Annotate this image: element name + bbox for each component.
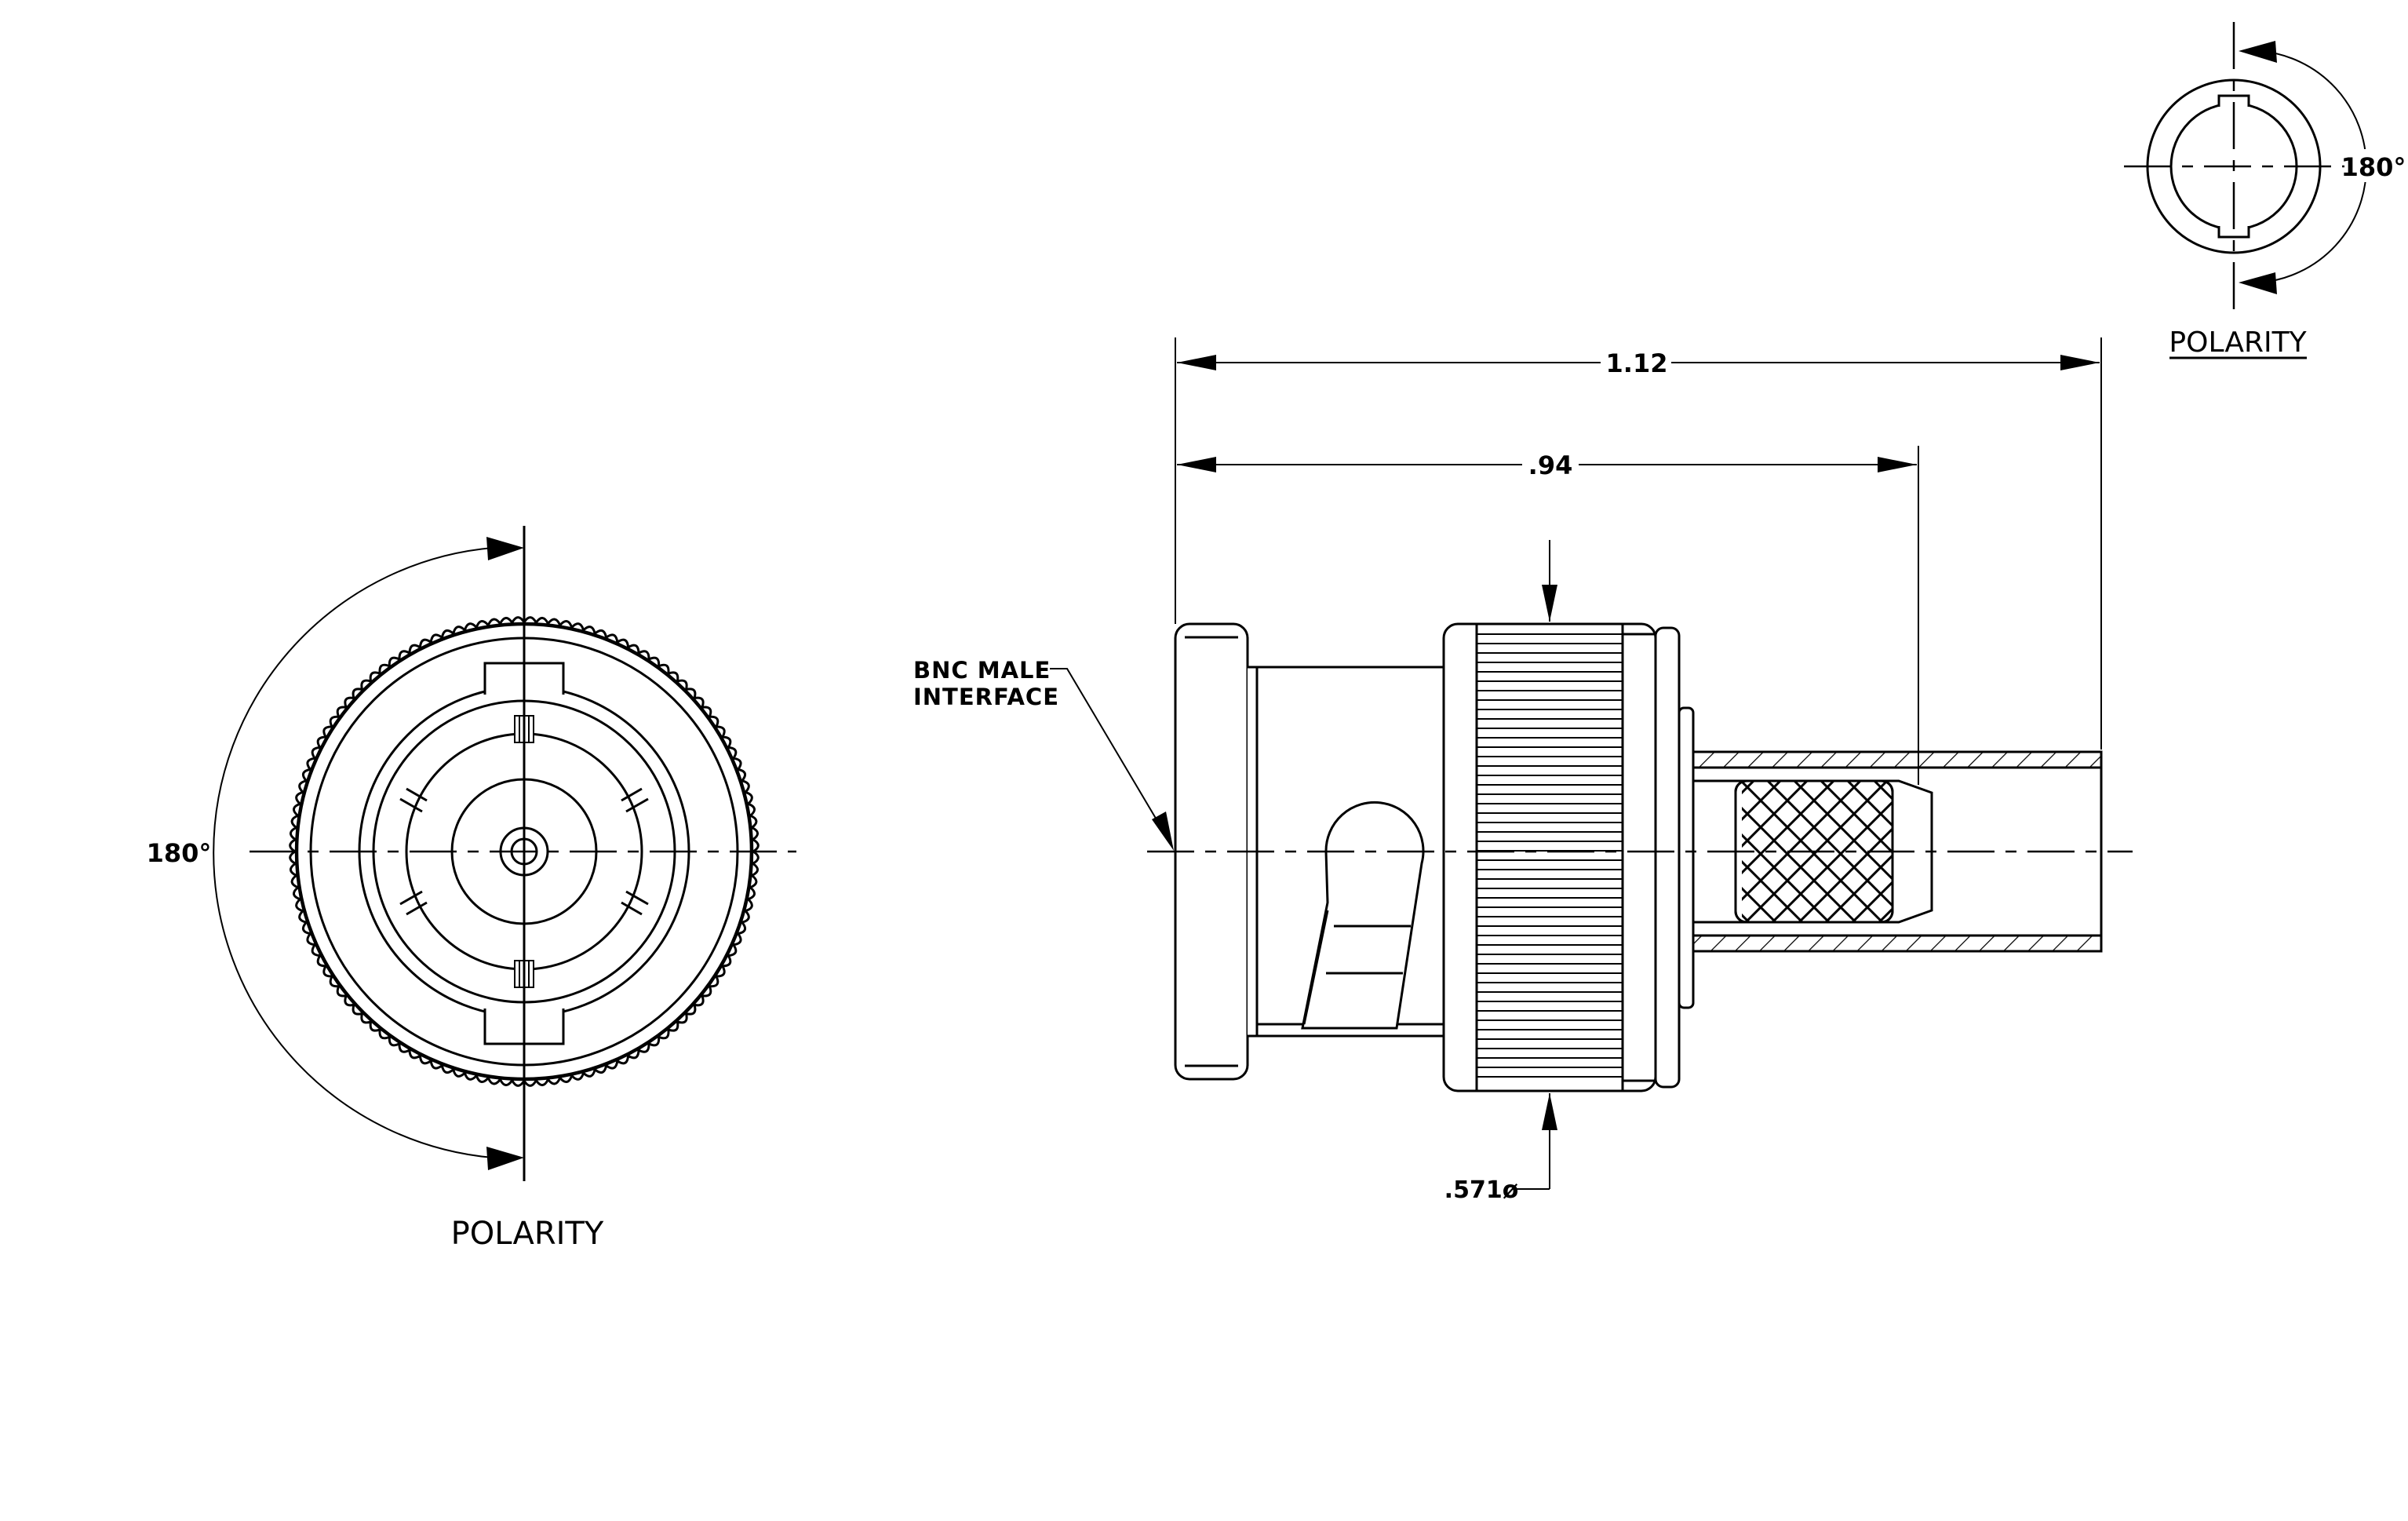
- spring-slots: [399, 787, 649, 916]
- knurl-scallops: [289, 616, 760, 1087]
- dim-body-label: .94: [1528, 450, 1573, 480]
- dim-overall-label: 1.12: [1606, 348, 1668, 378]
- front-view: 180° POLARITY: [140, 526, 796, 1252]
- arc-arrow-top: [486, 537, 524, 560]
- polarity-detail: 180° POLARITY: [2124, 22, 2406, 359]
- nut-rear-lip: [1654, 626, 1681, 1089]
- interface-label-line1: BNC MALE: [913, 657, 1051, 684]
- right-polarity-title: POLARITY: [2169, 326, 2307, 359]
- rear-step: [1678, 706, 1695, 1009]
- left-angle-label: 180°: [147, 838, 212, 868]
- left-polarity-title: POLARITY: [451, 1216, 604, 1252]
- right-angle-label: 180°: [2341, 152, 2406, 182]
- interface-leader: [1050, 668, 1173, 847]
- side-view: 1.12 .94 .571ø BNC MALE INTERFACE: [913, 337, 2133, 1204]
- polarity-arc: [213, 547, 494, 1158]
- detail-key-bottom: [2217, 226, 2250, 239]
- arc-arrow-bottom: [486, 1147, 524, 1170]
- j-slot: [1301, 801, 1425, 1030]
- knurled-ring: [289, 616, 760, 1087]
- interface-label-line2: INTERFACE: [913, 684, 1059, 710]
- dim-diameter-label: .571ø: [1444, 1176, 1519, 1204]
- coupling-knurl-lines: [1477, 633, 1623, 1078]
- diameter-arrow-bottom: [1542, 1093, 1557, 1130]
- diameter-arrow-top: [1542, 585, 1557, 622]
- detail-key-top: [2217, 94, 2250, 107]
